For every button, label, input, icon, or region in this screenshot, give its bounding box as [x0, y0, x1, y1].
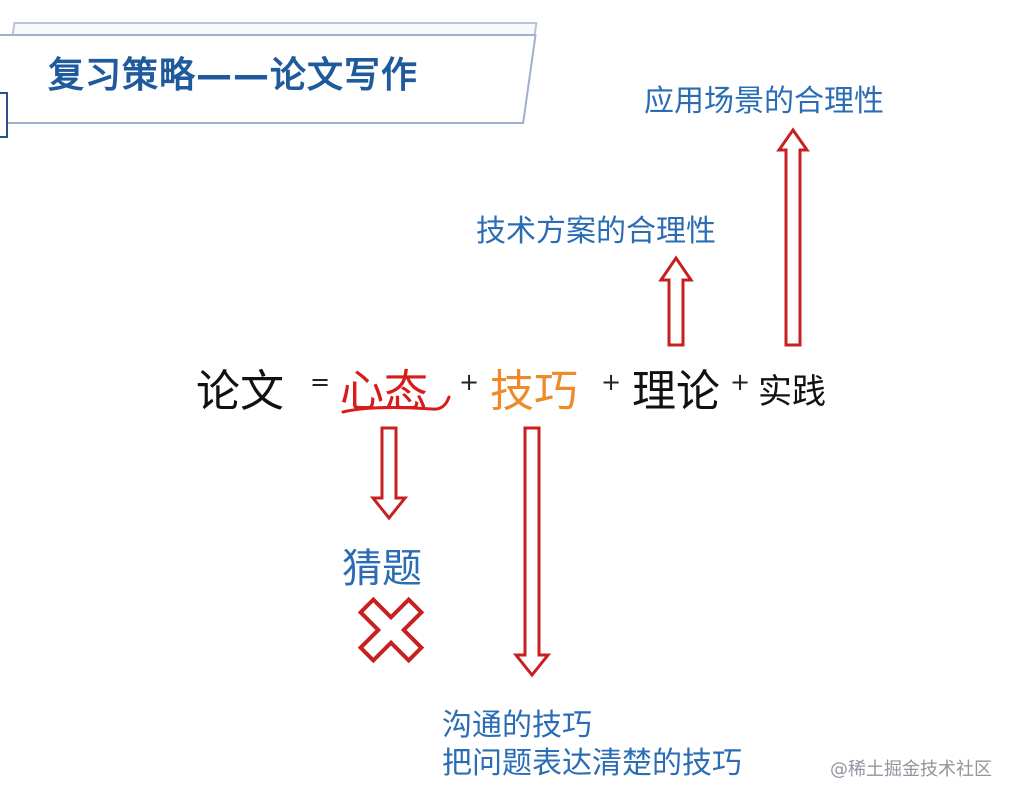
formula-skills: 技巧	[490, 366, 578, 417]
technical-rationality-label: 技术方案的合理性	[476, 214, 716, 249]
communication-skill-line-1: 沟通的技巧	[442, 708, 592, 743]
mindset-underline	[341, 395, 451, 414]
formula-plus-2: +	[601, 368, 622, 396]
watermark: @稀土掘金技术社区	[830, 759, 992, 780]
formula-practice: 实践	[758, 372, 826, 412]
formula-equals: =	[310, 368, 331, 396]
formula-plus-3: +	[730, 368, 751, 396]
communication-skill-line-2: 把问题表达清楚的技巧	[442, 746, 742, 781]
up-arrow-application	[776, 127, 810, 347]
down-arrow-skills	[512, 426, 552, 678]
cross-icon	[357, 596, 425, 664]
formula-theory: 理论	[632, 366, 720, 417]
formula-paper: 论文	[196, 366, 284, 417]
banner-tab-decoration	[0, 92, 8, 138]
formula-plus-1: +	[459, 368, 480, 396]
down-arrow-guess	[369, 426, 409, 521]
application-rationality-label: 应用场景的合理性	[644, 84, 884, 119]
slide-title: 复习策略——论文写作	[48, 55, 419, 96]
up-arrow-technical	[658, 255, 694, 347]
guess-topics-label: 猜题	[342, 546, 422, 592]
